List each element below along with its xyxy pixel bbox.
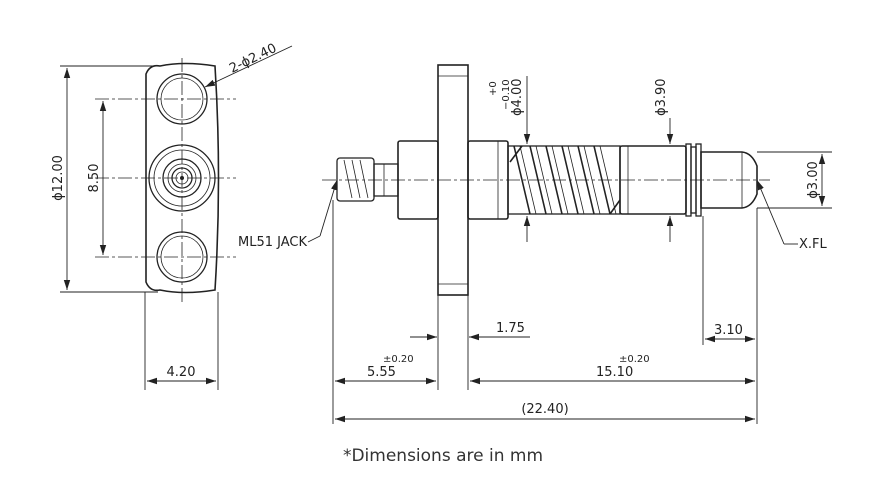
flange-outline — [145, 62, 220, 294]
overall-length-label: (22.40) — [521, 402, 568, 417]
flange-height-label: ϕ12.00 — [51, 155, 66, 201]
tip-dia-label: ϕ3.00 — [806, 161, 821, 199]
spring-tol-lower: −0.10 — [501, 79, 512, 110]
rear-length-label: 15.10 — [596, 365, 633, 380]
flange-width-label: 4.20 — [167, 365, 196, 380]
jack-leader-tail — [307, 235, 321, 243]
hole-dia-leader — [204, 61, 259, 88]
jack-tip — [336, 157, 375, 202]
front-length-tolerance: ±0.20 — [383, 354, 414, 365]
spring-coils — [509, 145, 621, 215]
sleeve-dia-label: ϕ3.90 — [654, 78, 669, 116]
tip-length-label: 3.10 — [714, 323, 743, 338]
hole-dia-leader-tail — [257, 45, 293, 63]
xfl-tip — [700, 151, 758, 209]
spring-dia-label: ϕ4.00 — [510, 78, 525, 116]
side-view: ϕ4.00 +0 −0.10 ϕ3.90 ϕ3.00 X.FL ML51 JAC… — [238, 64, 832, 424]
front-view: ϕ12.00 8.50 4.20 2-ϕ2.40 — [51, 41, 293, 390]
jack-label: ML51 JACK — [238, 235, 307, 250]
spring-tol-upper: +0 — [488, 81, 499, 96]
hole-dia-label: 2-ϕ2.40 — [227, 41, 279, 77]
jack-leader — [319, 179, 338, 237]
rear-length-tolerance: ±0.20 — [619, 354, 650, 365]
hole-spacing-label: 8.50 — [87, 164, 102, 193]
xfl-leader — [756, 179, 785, 245]
units-footnote: *Dimensions are in mm — [342, 446, 544, 466]
jack-tip-knurl — [343, 159, 369, 199]
flange-thickness-label: 1.75 — [496, 321, 525, 336]
xfl-label: X.FL — [799, 237, 828, 252]
front-length-label: 5.55 — [367, 365, 396, 380]
